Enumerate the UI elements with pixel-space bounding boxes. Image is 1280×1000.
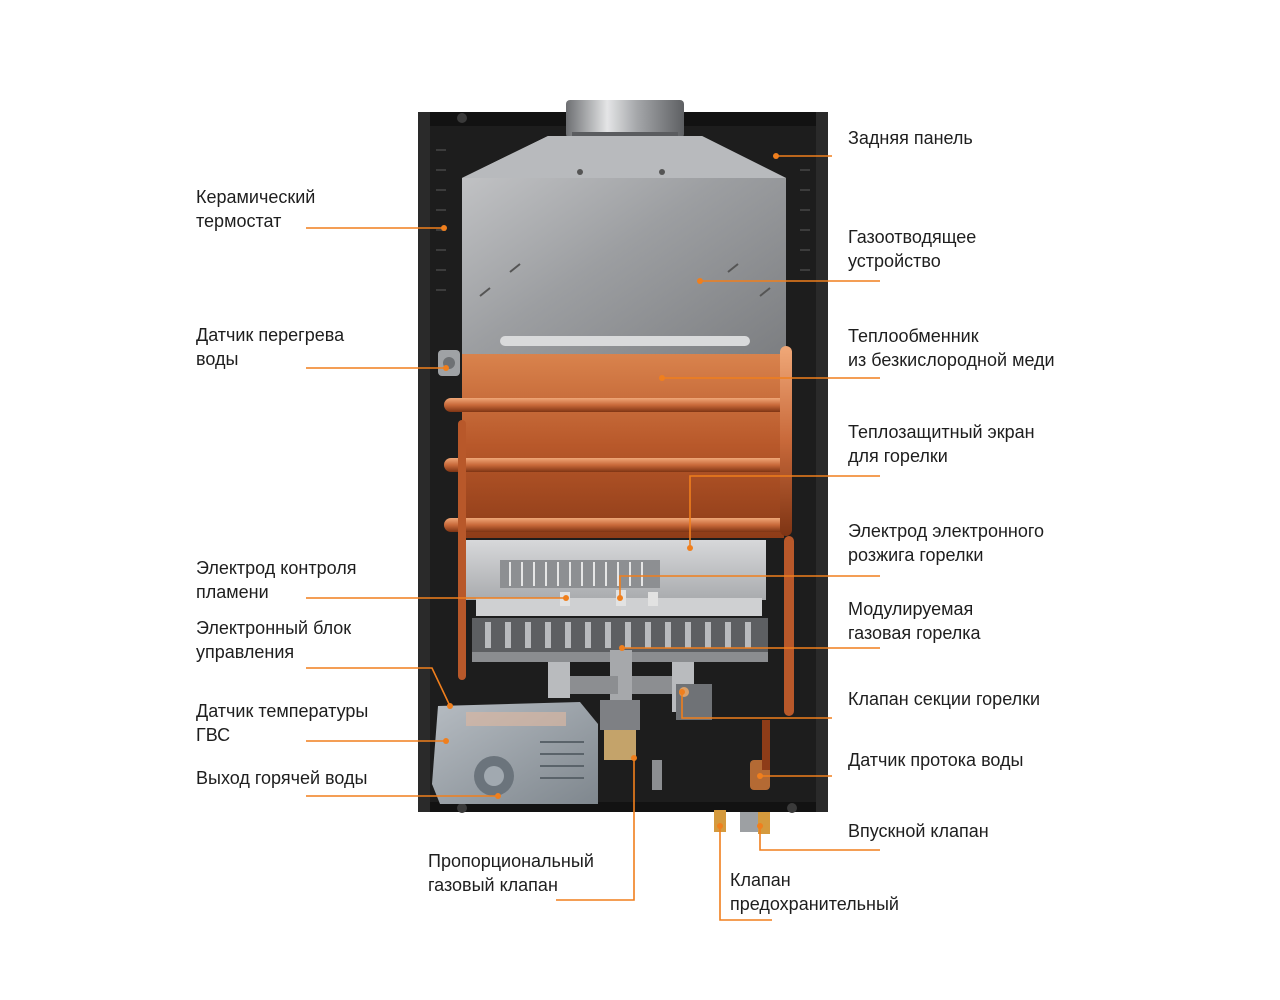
electronic-control-unit <box>432 702 598 804</box>
label-flame-control-electrode: Электрод контроля пламени <box>196 558 357 602</box>
leader-control-unit <box>306 667 453 709</box>
gas-valve-assembly <box>548 650 694 790</box>
leader-flame-control-electrode <box>306 595 569 601</box>
leader-burner-section-valve <box>679 689 832 719</box>
leader-ignition-electrode <box>617 575 880 601</box>
flue-hood <box>462 136 786 356</box>
bottom-fittings <box>714 810 770 834</box>
leader-ceramic-thermostat <box>306 225 447 231</box>
label-heat-shield: Теплозащитный экран для горелки <box>848 422 1035 466</box>
label-burner-section-valve: Клапан секции горелки <box>848 689 1041 709</box>
leader-inlet-valve <box>757 823 880 851</box>
leader-heat-exchanger <box>659 375 880 381</box>
heat-exchanger <box>444 346 794 716</box>
label-overheat-sensor: Датчик перегрева воды <box>196 325 345 369</box>
label-dhw-temp-sensor: Датчик температуры ГВС <box>196 701 369 745</box>
label-heat-exchanger: Теплообменник из безкислородной меди <box>848 326 1055 370</box>
leader-flue-device <box>697 278 880 284</box>
leader-water-flow-sensor <box>757 773 832 779</box>
leader-hot-water-outlet <box>306 793 501 799</box>
leader-safety-valve <box>717 823 772 921</box>
leader-overheat-sensor <box>306 365 449 371</box>
label-hot-water-outlet: Выход горячей воды <box>196 768 368 788</box>
label-modulating-burner: Модулируемая газовая горелка <box>848 599 981 643</box>
leader-proportional-gas-valve <box>556 755 637 901</box>
label-rear-panel: Задняя панель <box>848 128 973 148</box>
label-water-flow-sensor: Датчик протока воды <box>848 750 1024 770</box>
label-flue-device: Газоотводящее устройство <box>848 227 977 271</box>
burner-heat-shield <box>466 540 766 600</box>
label-proportional-gas-valve: Пропорциональный газовый клапан <box>428 851 594 895</box>
leader-rear-panel <box>773 153 832 159</box>
leader-dhw-temp-sensor <box>306 738 449 744</box>
label-ignition-electrode: Электрод электронного розжига горелки <box>848 521 1045 565</box>
label-ceramic-thermostat: Керамический термостат <box>196 187 316 231</box>
leader-lines <box>306 153 880 921</box>
leader-heat-shield <box>687 475 880 551</box>
label-inlet-valve: Впускной клапан <box>848 821 989 841</box>
label-control-unit: Электронный блок управления <box>196 618 352 662</box>
flue-pipe <box>566 100 684 140</box>
label-safety-valve: Клапан предохранительный <box>730 870 899 914</box>
side-vents <box>436 149 810 291</box>
overheat-sensor <box>438 350 460 376</box>
leader-modulating-burner <box>619 645 880 651</box>
